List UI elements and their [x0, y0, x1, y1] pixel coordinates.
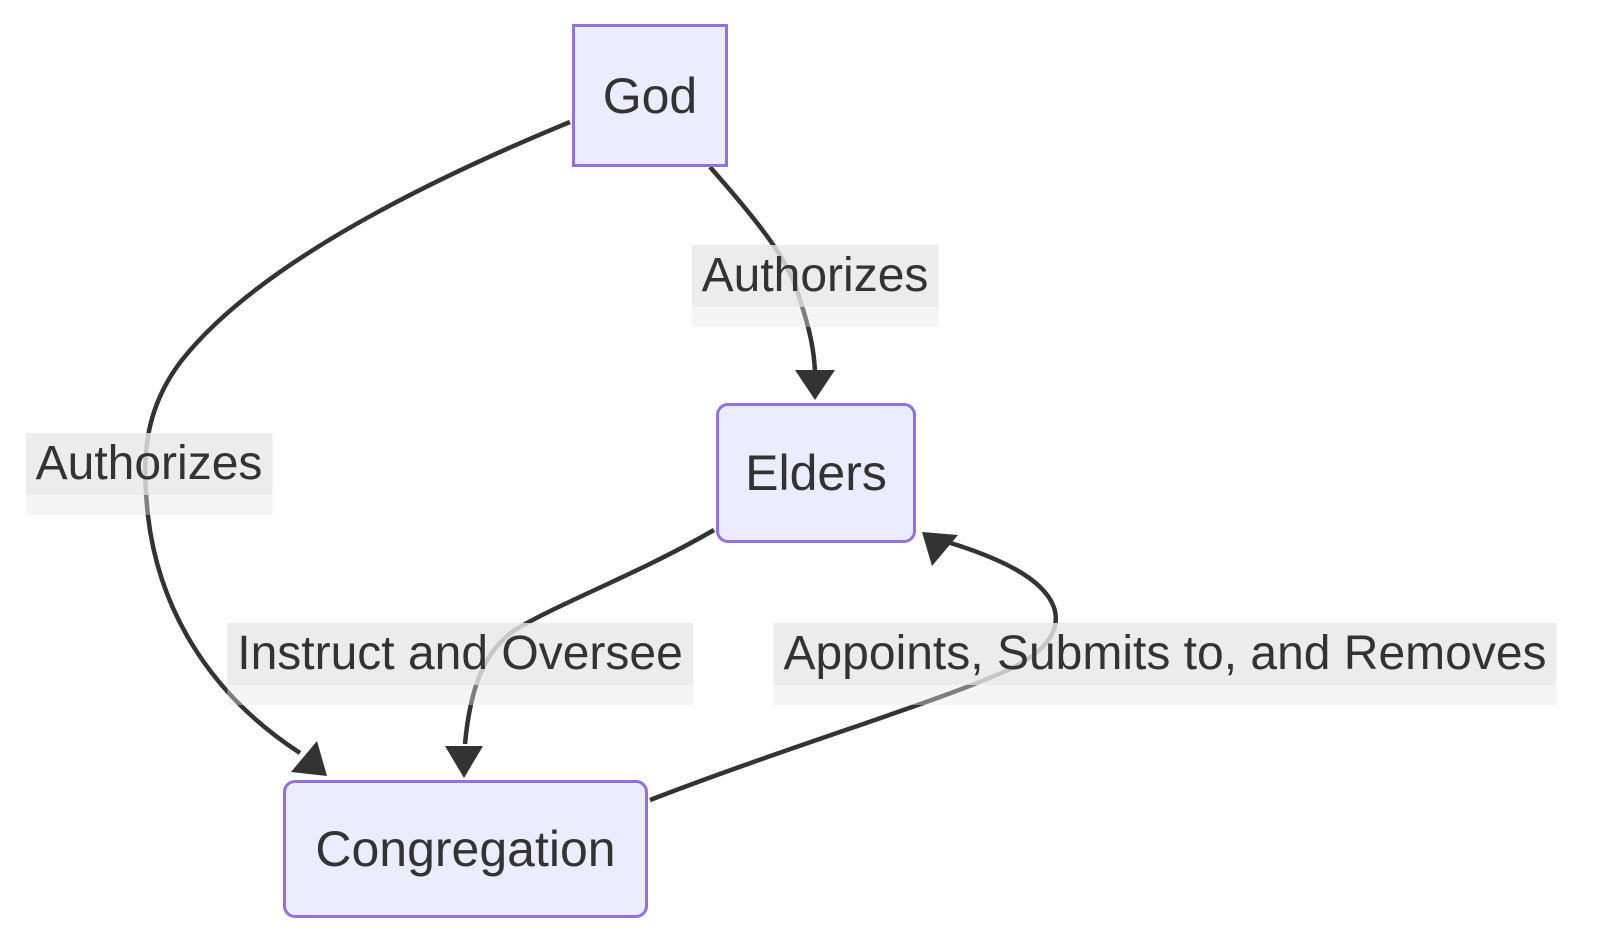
node-god: God [572, 24, 728, 167]
edge-label-god-congregation: Authorizes [25, 433, 273, 515]
node-congregation: Congregation [283, 780, 648, 918]
edge-label-pad [227, 685, 693, 705]
node-god-label: God [602, 67, 698, 124]
edge-label-text: Authorizes [691, 245, 939, 307]
edge-label-text: Authorizes [25, 433, 273, 495]
edge-label-elders-congregation: Instruct and Oversee [227, 623, 693, 705]
edge-label-pad [773, 685, 1557, 705]
node-congregation-label: Congregation [315, 821, 616, 877]
edge-label-congregation-elders: Appoints, Submits to, and Removes [773, 623, 1557, 705]
arrowhead-elders-congregation [445, 746, 483, 778]
node-elders-label: Elders [745, 445, 887, 501]
edge-label-text: Instruct and Oversee [227, 623, 693, 685]
edge-label-god-elders: Authorizes [691, 245, 939, 327]
arrowhead-god-congregation [291, 741, 327, 776]
edge-label-text: Appoints, Submits to, and Removes [773, 623, 1557, 685]
edge-label-pad [25, 495, 273, 515]
node-elders: Elders [716, 403, 916, 543]
edge-god-congregation [142, 119, 571, 755]
arrowhead-congregation-elders [922, 532, 958, 566]
edge-label-pad [691, 307, 939, 327]
arrowhead-god-elders [795, 370, 835, 400]
